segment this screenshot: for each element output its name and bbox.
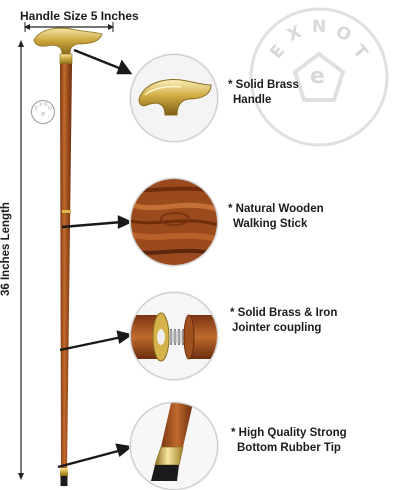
wood-grain-detail-image <box>130 178 218 266</box>
feature-label-brass-handle: * Solid Brass Handle <box>228 78 299 108</box>
watermark-center-letter: e <box>310 64 325 89</box>
feature-label-wooden-stick: * Natural Wooden Walking Stick <box>228 202 324 232</box>
stamp-letter-x: X <box>39 102 43 108</box>
handle-size-arrow <box>24 22 114 32</box>
brass-handle-detail-image <box>130 54 218 142</box>
wood-grain-texture <box>131 179 217 265</box>
watermark-letter-n: N <box>312 17 327 37</box>
stamp-letter-n: N <box>44 102 48 108</box>
watermark-ring <box>249 7 389 147</box>
exnot-stamp: E X N O e <box>31 100 55 124</box>
coupling-icon <box>131 312 217 362</box>
feature-line-1: * High Quality Strong <box>231 427 347 439</box>
length-arrow <box>18 40 24 480</box>
feature-line-2: Handle <box>233 94 272 106</box>
feature-line-2: Jointer coupling <box>232 322 322 334</box>
feature-line-1: * Natural Wooden <box>228 203 324 215</box>
rubber-tip-icon <box>151 403 193 481</box>
feature-line-1: * Solid Brass & Iron <box>230 307 338 319</box>
feature-label-rubber-tip: * High Quality Strong Bottom Rubber Tip <box>231 426 347 456</box>
feature-label-coupling: * Solid Brass & Iron Jointer coupling <box>230 306 337 336</box>
coupling-detail-image <box>130 292 218 380</box>
rubber-tip-detail-image <box>130 402 218 490</box>
handle-size-label: Handle Size 5 Inches <box>20 9 139 23</box>
stamp-letter-e: E <box>35 106 39 112</box>
brass-handle-icon <box>138 79 212 116</box>
walking-stick-image <box>33 27 103 486</box>
brand-watermark: E X N O T e <box>244 2 394 152</box>
stamp-letter-o: O <box>48 106 52 112</box>
feature-line-2: Walking Stick <box>233 218 308 230</box>
feature-line-1: * Solid Brass <box>228 79 299 91</box>
stamp-center-letter: e <box>41 110 46 118</box>
feature-line-2: Bottom Rubber Tip <box>237 442 341 454</box>
